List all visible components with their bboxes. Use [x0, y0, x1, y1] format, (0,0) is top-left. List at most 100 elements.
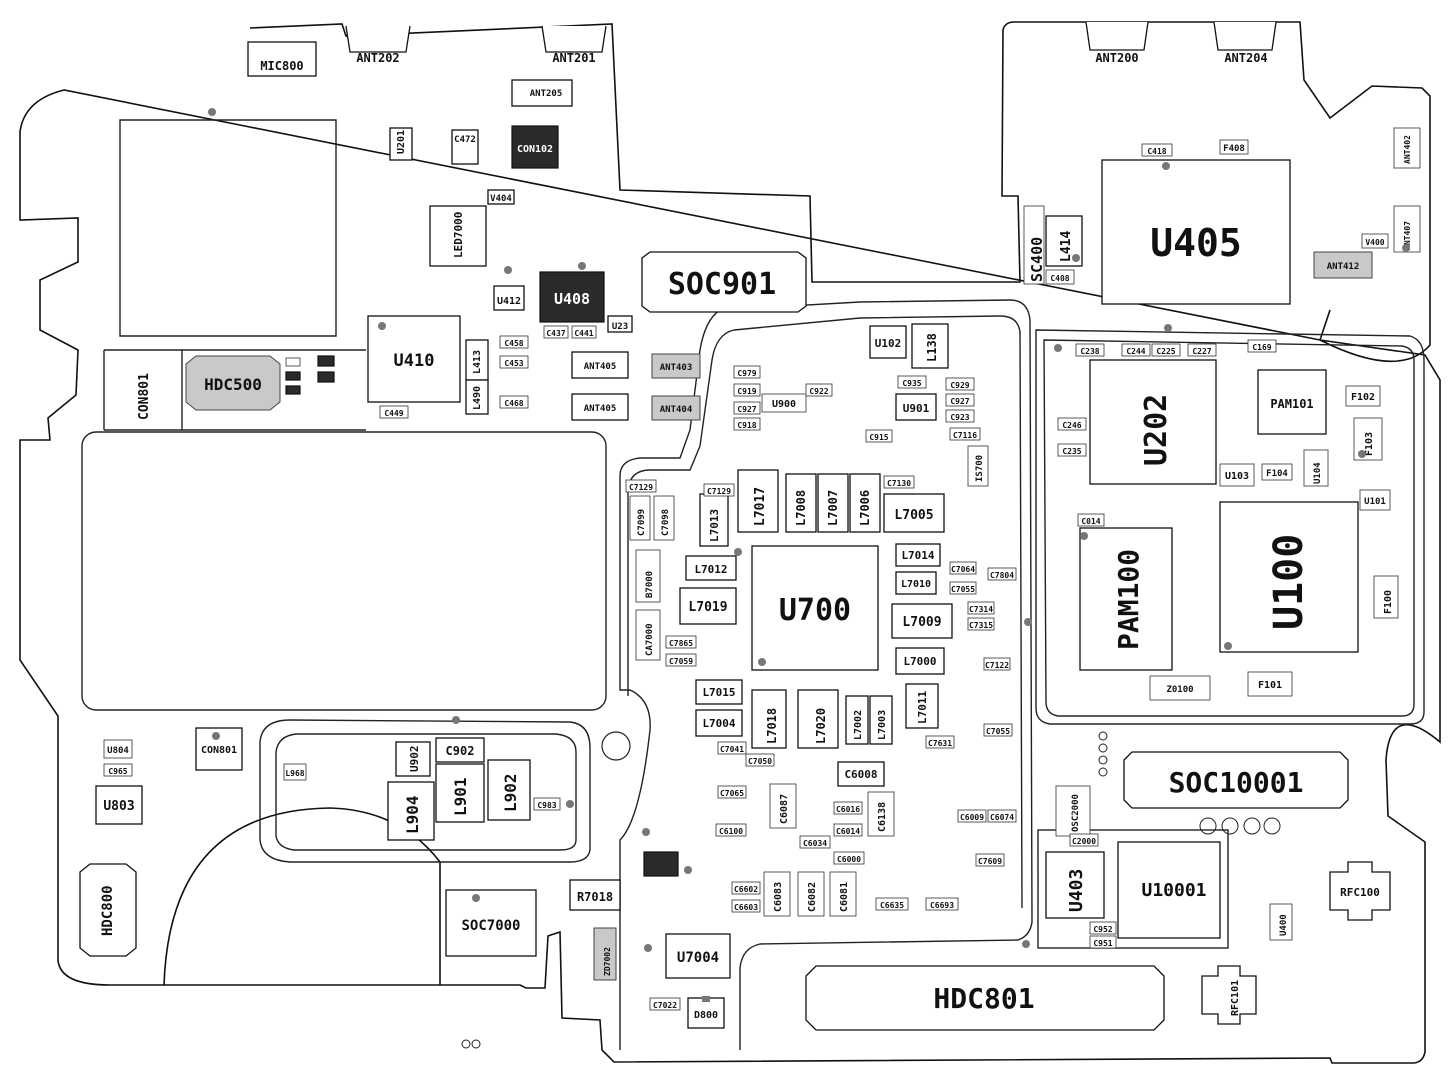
l138[interactable]: L138: [911, 323, 949, 369]
soc901[interactable]: SOC901: [641, 251, 807, 313]
c7050[interactable]: C7050: [745, 753, 775, 767]
l7007[interactable]: L7007: [817, 473, 849, 533]
c437[interactable]: C437: [543, 325, 569, 339]
r318-pad[interactable]: [317, 355, 335, 367]
u405[interactable]: U405: [1101, 159, 1291, 305]
l7014[interactable]: L7014: [895, 543, 941, 567]
l7008[interactable]: L7008: [785, 473, 817, 533]
antenna-ant204[interactable]: ANT204: [1213, 21, 1277, 65]
c7099[interactable]: C7099: [629, 495, 651, 541]
c7130[interactable]: C7130: [883, 475, 915, 489]
c238[interactable]: C238: [1075, 343, 1105, 357]
pam100[interactable]: PAM100: [1079, 527, 1173, 671]
c472[interactable]: C472: [451, 129, 479, 165]
c952[interactable]: C952: [1089, 921, 1117, 935]
f408[interactable]: F408: [1219, 139, 1249, 155]
u10001[interactable]: U10001: [1117, 841, 1221, 939]
l7020[interactable]: L7020: [797, 689, 839, 749]
c7314[interactable]: C7314: [967, 601, 995, 615]
antenna-ant201[interactable]: ANT201: [541, 25, 607, 65]
l904[interactable]: L904: [387, 781, 435, 841]
c929[interactable]: C929: [945, 377, 975, 391]
l7018[interactable]: L7018: [751, 689, 787, 749]
c918[interactable]: C918: [733, 417, 761, 431]
ant412[interactable]: ANT412: [1313, 251, 1373, 279]
u102[interactable]: U102: [869, 325, 907, 359]
zd7002[interactable]: ZD7002: [593, 927, 617, 981]
soc10001[interactable]: SOC10001: [1123, 751, 1349, 809]
c965[interactable]: C965: [103, 763, 133, 777]
c6138[interactable]: C6138: [867, 791, 895, 837]
u103[interactable]: U103: [1219, 463, 1255, 487]
c235[interactable]: C235: [1057, 443, 1087, 457]
r7018[interactable]: R7018: [569, 879, 621, 911]
con801-side[interactable]: CON801: [137, 373, 152, 420]
c014[interactable]: C014: [1077, 513, 1105, 527]
c935[interactable]: C935: [897, 375, 927, 389]
u803[interactable]: U803: [95, 785, 143, 825]
ant405-upper[interactable]: ANT405: [571, 351, 629, 379]
l7009[interactable]: L7009: [891, 603, 953, 639]
c6016[interactable]: C6016: [833, 801, 863, 815]
u900[interactable]: U900: [761, 393, 807, 413]
c6000[interactable]: C6000: [833, 851, 865, 865]
c919[interactable]: C919: [733, 383, 761, 397]
c6082[interactable]: C6082: [797, 871, 825, 917]
c902[interactable]: C902: [435, 737, 485, 763]
mic800[interactable]: MIC800: [247, 41, 317, 77]
l7005[interactable]: L7005: [883, 493, 945, 533]
hdc801[interactable]: HDC801: [805, 965, 1165, 1031]
f100[interactable]: F100: [1373, 575, 1399, 619]
l968[interactable]: L968: [283, 763, 307, 781]
c7129-left[interactable]: C7129: [625, 479, 657, 493]
c453[interactable]: C453: [499, 355, 529, 369]
c7064[interactable]: C7064: [949, 561, 977, 575]
osc2000[interactable]: OSC2000: [1055, 785, 1091, 837]
c7022[interactable]: C7022: [649, 997, 681, 1011]
c6693[interactable]: C6693: [925, 897, 959, 911]
l7015[interactable]: L7015: [695, 679, 743, 705]
l902[interactable]: L902: [487, 759, 531, 821]
c7865[interactable]: C7865: [665, 635, 697, 649]
c227[interactable]: C227: [1187, 343, 1217, 357]
u412[interactable]: U412: [493, 285, 525, 311]
c7631[interactable]: C7631: [925, 735, 955, 749]
v400[interactable]: V400: [1361, 233, 1389, 249]
l7011[interactable]: L7011: [905, 683, 939, 729]
u201[interactable]: U201: [389, 127, 413, 161]
c2000[interactable]: C2000: [1069, 833, 1099, 847]
c915[interactable]: C915: [865, 429, 893, 443]
c418[interactable]: C418: [1141, 143, 1173, 157]
c468[interactable]: C468: [499, 395, 529, 409]
l7019[interactable]: L7019: [679, 587, 737, 625]
soc7000[interactable]: SOC7000: [445, 889, 537, 957]
hdc500[interactable]: HDC500: [185, 355, 281, 411]
u700[interactable]: U700: [751, 545, 879, 671]
rfc101[interactable]: RFC101: [1201, 965, 1257, 1025]
c951[interactable]: C951: [1089, 935, 1117, 949]
c6100[interactable]: C6100: [715, 823, 747, 837]
u400[interactable]: U400: [1269, 903, 1293, 941]
c246[interactable]: C246: [1057, 417, 1087, 431]
v404[interactable]: V404: [487, 189, 515, 205]
c7041[interactable]: C7041: [717, 741, 747, 755]
r315-pad[interactable]: [285, 385, 301, 395]
pam101[interactable]: PAM101: [1257, 369, 1327, 435]
u408[interactable]: U408: [539, 271, 605, 323]
ant403[interactable]: ANT403: [651, 353, 701, 379]
c7065[interactable]: C7065: [717, 785, 747, 799]
ant402[interactable]: ANT402: [1393, 127, 1421, 169]
c7059[interactable]: C7059: [665, 653, 697, 667]
z0100[interactable]: Z0100: [1149, 675, 1211, 701]
f101[interactable]: F101: [1247, 671, 1293, 697]
l7006[interactable]: L7006: [849, 473, 881, 533]
led7000[interactable]: LED7000: [429, 205, 487, 267]
l7017[interactable]: L7017: [737, 469, 779, 533]
c6014[interactable]: C6014: [833, 823, 863, 837]
u804[interactable]: U804: [103, 739, 133, 759]
c169[interactable]: C169: [1247, 339, 1277, 353]
c922[interactable]: C922: [805, 383, 833, 397]
c6087[interactable]: C6087: [769, 783, 797, 829]
c7609[interactable]: C7609: [975, 853, 1005, 867]
hdc800[interactable]: HDC800: [79, 863, 137, 957]
